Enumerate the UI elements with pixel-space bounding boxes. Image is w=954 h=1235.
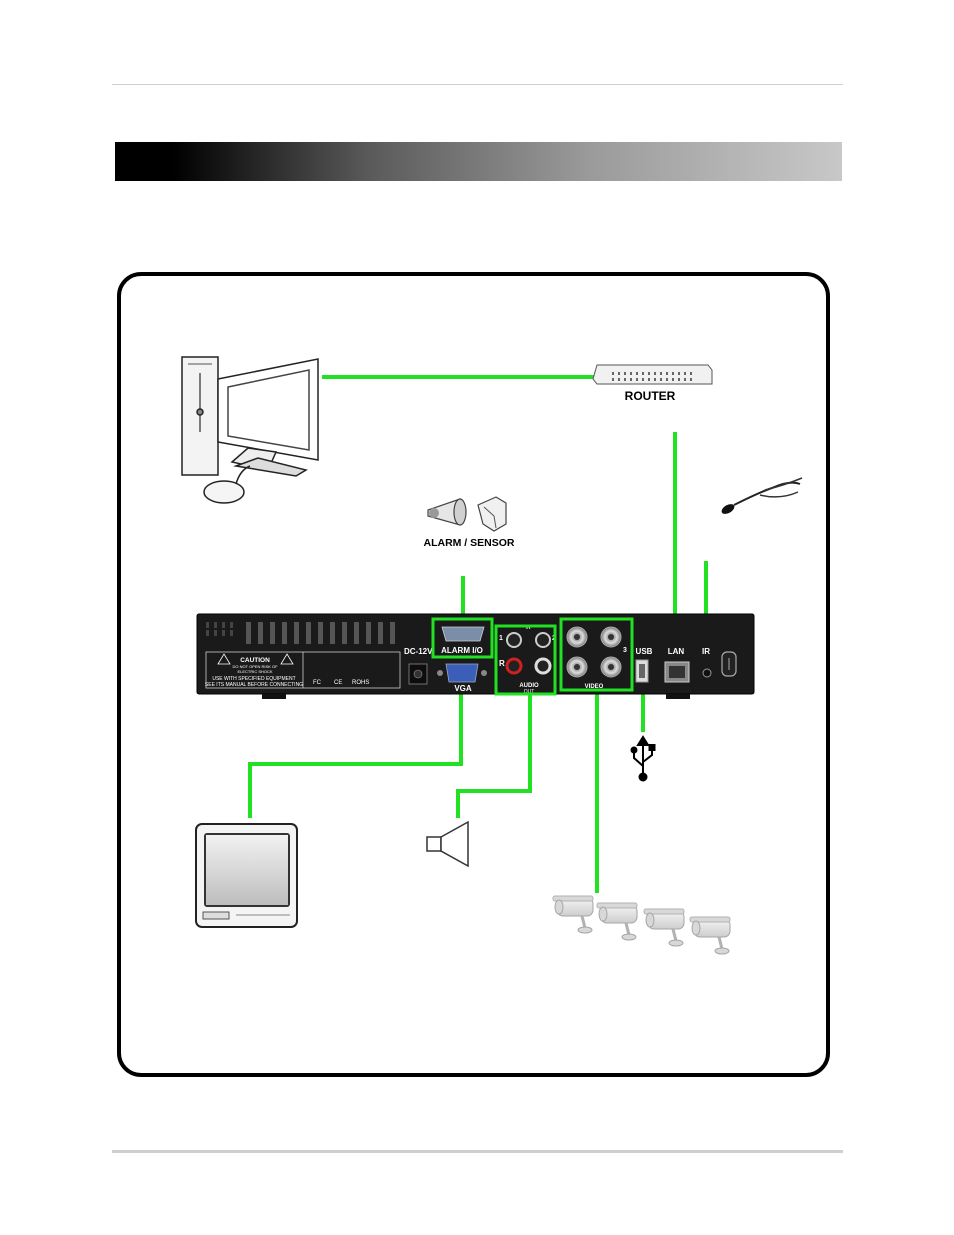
bottom-rule	[112, 1150, 843, 1153]
audio-r-label: R	[499, 659, 505, 668]
cert-ce: CE	[334, 680, 342, 686]
vga-label: VGA	[454, 684, 472, 693]
speaker-icon	[427, 822, 468, 866]
router-icon	[593, 365, 712, 384]
microphone-icon	[720, 478, 802, 516]
ch3-label: 3	[623, 647, 627, 654]
cable-vga-monitor	[250, 688, 461, 818]
caution-line2: ELECTRIC SHOCK	[237, 669, 272, 674]
ir-label: IR	[702, 647, 710, 656]
dc12v-label: DC-12V	[404, 647, 433, 656]
cable-audio-speaker	[458, 694, 530, 818]
ch1-label: 1	[499, 635, 503, 642]
caution-line4: SEE ITS MANUAL BEFORE CONNECTING	[205, 682, 303, 688]
usb-icon	[632, 737, 655, 781]
camera-icon	[644, 909, 684, 946]
cert-fc: FC	[313, 680, 322, 686]
camera-icon	[690, 917, 730, 954]
sensor-icon	[478, 497, 506, 531]
usb-label: USB	[636, 647, 653, 656]
cameras	[553, 896, 730, 954]
monitor-icon	[196, 824, 297, 927]
cert-rohs: ROHS	[352, 680, 369, 686]
alarm-io-label: ALARM I/O	[441, 646, 483, 655]
lan-label: LAN	[668, 647, 685, 656]
camera-icon	[553, 896, 593, 933]
camera-icon	[597, 903, 637, 940]
alarm-sensor-label: ALARM / SENSOR	[423, 537, 514, 549]
computer-icon	[182, 357, 318, 503]
alarm-siren-icon	[428, 499, 466, 525]
caution-text: CAUTION	[240, 657, 270, 664]
router-label: ROUTER	[625, 389, 676, 403]
